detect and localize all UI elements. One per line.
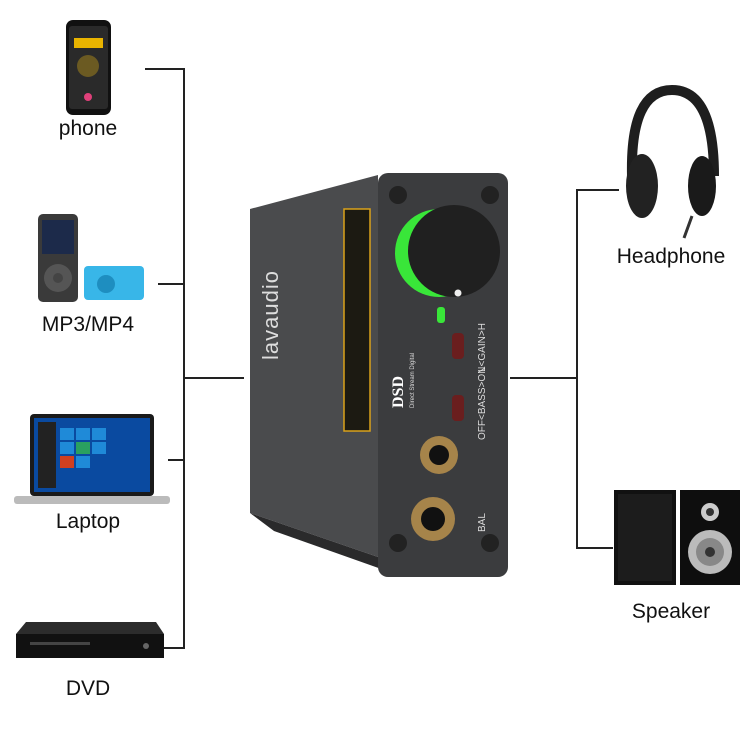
output-label-headphone: Headphone bbox=[616, 245, 726, 268]
mp3-player-icon bbox=[38, 214, 144, 302]
output-label-speaker: Speaker bbox=[631, 600, 711, 623]
connector-dvd bbox=[160, 647, 185, 649]
connector-left-to-device bbox=[184, 377, 244, 379]
dvd-player-icon bbox=[16, 622, 164, 658]
source-label-mp3: MP3/MP4 bbox=[41, 313, 135, 336]
connector-right-from-device bbox=[510, 377, 578, 379]
connector-speaker bbox=[577, 547, 613, 549]
source-label-laptop: Laptop bbox=[55, 510, 121, 533]
device-dsd-subtitle: Direct Stream Digital bbox=[410, 352, 416, 408]
connector-right-bus bbox=[576, 189, 578, 549]
source-label-phone: phone bbox=[58, 117, 118, 140]
device-brand: lavaudio bbox=[258, 270, 283, 360]
balanced-output-label: BAL bbox=[477, 513, 488, 532]
connector-headphone bbox=[577, 189, 619, 191]
device-dsd-logo: DSD bbox=[390, 375, 407, 408]
speaker-icon bbox=[614, 490, 740, 585]
gain-switch-label: L<GAIN>H bbox=[477, 323, 488, 372]
headphone-icon bbox=[626, 84, 719, 239]
connector-phone bbox=[145, 68, 185, 70]
dac-amplifier-device bbox=[250, 173, 508, 577]
laptop-icon bbox=[14, 414, 170, 504]
bass-switch-label: OFF<BASS>ON bbox=[477, 366, 488, 440]
connector-laptop bbox=[168, 459, 185, 461]
phone-icon bbox=[66, 20, 111, 115]
connector-left-bus bbox=[183, 68, 185, 649]
source-label-dvd: DVD bbox=[65, 677, 111, 700]
connector-mp3 bbox=[158, 283, 185, 285]
